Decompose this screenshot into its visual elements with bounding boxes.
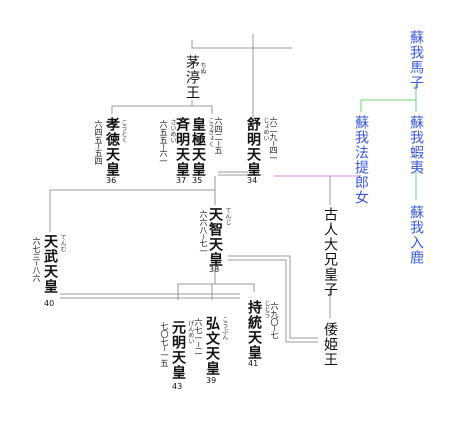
person-furuhito: 古人大兄皇子 — [322, 207, 338, 297]
ruby-genmei: げんめい — [187, 320, 194, 344]
person-tenji: 天智天皇 — [207, 207, 223, 267]
person-saimei: 斉明天皇 — [174, 117, 190, 177]
person-soga-hotehime: 蘇我法提郎女 — [353, 115, 369, 205]
ruby-kobun: こうぶん — [221, 316, 228, 340]
order-kogyoku: 35 — [192, 176, 203, 185]
reign-kobun: 六七一─二 — [194, 318, 203, 355]
person-kogyoku: 皇極天皇 — [190, 117, 206, 177]
reign-genmei: 七〇七─一五 — [160, 322, 169, 367]
ruby-tenmu: てんむ — [59, 234, 66, 252]
ruby-tenji: てんじ — [224, 207, 231, 225]
ruby-jomei: じょめい — [262, 117, 269, 141]
order-kotoku: 36 — [106, 176, 117, 185]
line-to-tenmu-top — [49, 189, 215, 232]
line-tenji-children — [177, 283, 255, 300]
person-jito: 持統天皇 — [246, 300, 262, 360]
person-genmei: 元明天皇 — [170, 320, 186, 380]
person-kotoku: 孝徳天皇 — [104, 117, 120, 177]
ruby-chinu: ちぬ — [199, 62, 206, 74]
order-jito: 41 — [248, 359, 259, 368]
reign-saimei: 六五五─六一 — [159, 120, 168, 165]
person-soga-emishi: 蘇我蝦夷 — [408, 115, 424, 175]
person-soga-umako: 蘇我馬子 — [408, 30, 424, 90]
ruby-kogyoku: こうぎょく — [207, 117, 214, 147]
person-chinu: 茅渟王 — [184, 55, 200, 100]
line-umako-children — [360, 99, 416, 112]
order-tenji: 38 — [209, 265, 220, 274]
line-chinu-children — [111, 105, 213, 114]
order-kobun: 39 — [206, 376, 217, 385]
line-marriage-tenji-yamatohime-a — [228, 255, 318, 339]
person-soga-iruka: 蘇我入鹿 — [408, 205, 424, 265]
person-yamatohime: 倭姫王 — [322, 322, 338, 367]
reign-kogyoku: 六四二─五 — [214, 117, 223, 154]
person-tenmu: 天武天皇 — [42, 234, 58, 294]
line-chinu — [191, 40, 292, 49]
ruby-kotoku: こうとく — [120, 119, 127, 143]
order-jomei: 34 — [247, 176, 258, 185]
line-marriage-tenji-yamatohime-b — [228, 259, 318, 343]
reign-tenji: 六六八─七一 — [199, 210, 208, 255]
reign-tenmu: 六七三─八六 — [32, 237, 41, 282]
person-kobun: 弘文天皇 — [204, 316, 220, 376]
ruby-jito: じとう — [263, 300, 270, 318]
reign-kotoku: 六四五─五四 — [94, 120, 103, 165]
order-genmei: 43 — [172, 382, 183, 391]
ruby-saimei: さいめい — [169, 119, 176, 143]
order-tenmu: 40 — [44, 299, 55, 308]
person-jomei: 舒明天皇 — [245, 117, 261, 177]
reign-jito: 六九〇─七 — [270, 302, 279, 339]
order-saimei: 37 — [176, 176, 187, 185]
reign-jomei: 六二九─四一 — [269, 117, 278, 162]
